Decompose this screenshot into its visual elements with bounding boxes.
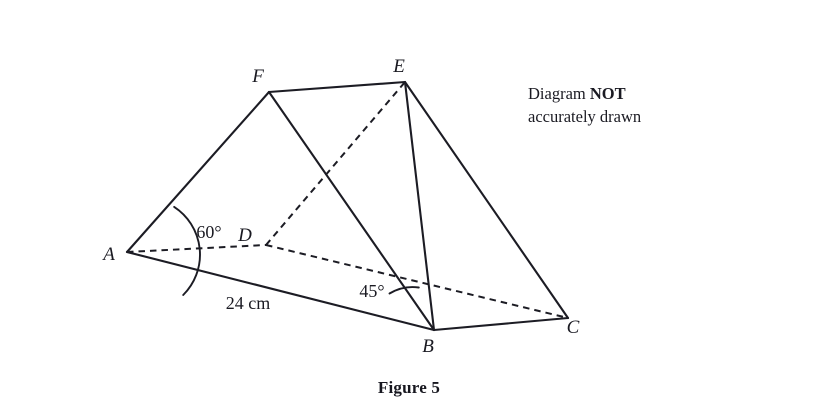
note-line-1: Diagram NOT [528, 83, 728, 106]
edge-DE [265, 81, 406, 246]
note-prefix: Diagram [528, 84, 590, 103]
edge-AF [125, 90, 271, 254]
angle-arc-A [173, 205, 201, 296]
diagram-accuracy-note: Diagram NOT accurately drawn [528, 83, 728, 129]
note-line-2: accurately drawn [528, 106, 642, 126]
edge-AD [126, 244, 267, 253]
figure-caption: Figure 5 [377, 378, 441, 397]
length-label-AB: 24 cm [226, 293, 271, 313]
vertex-label-B: B [422, 336, 434, 357]
edge-AB [125, 250, 436, 332]
vertex-label-F: F [251, 66, 264, 87]
edge-BE [403, 80, 436, 332]
vertex-label-E: E [392, 56, 405, 77]
vertex-label-C: C [567, 317, 580, 338]
angle-label-B: 45° [359, 281, 384, 301]
edge-EC [403, 80, 570, 320]
edge-FB [267, 90, 436, 332]
edge-DC [265, 244, 569, 319]
angle-arc-B [388, 286, 420, 295]
vertex-label-A: A [101, 244, 115, 265]
note-emphasis: NOT [589, 84, 626, 103]
edge-FE [267, 80, 407, 94]
edge-BC [432, 316, 570, 332]
vertex-label-D: D [237, 225, 252, 246]
angle-label-A: 60° [196, 222, 221, 242]
